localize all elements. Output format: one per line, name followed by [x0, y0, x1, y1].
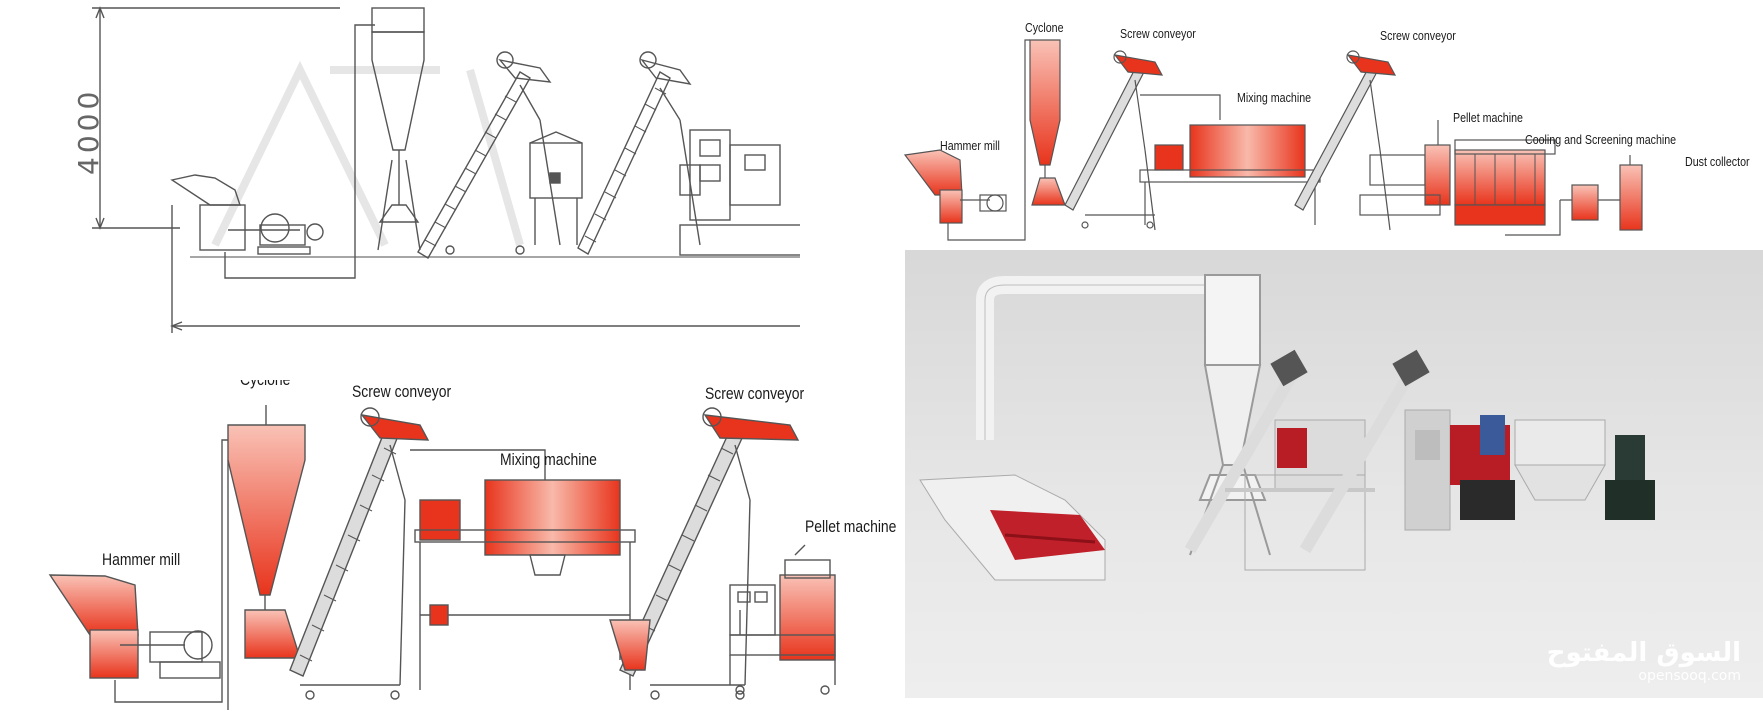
label-hammer-mill: Hammer mill — [102, 550, 181, 569]
product-photo: السوق المفتوح opensooq.com — [905, 250, 1763, 698]
label-dust-collector: Dust collector — [1685, 154, 1750, 169]
dimension-label: 4000 — [72, 87, 105, 175]
label-pellet-machine: Pellet machine — [805, 517, 897, 536]
label-mixing-machine: Mixing machine — [500, 450, 597, 469]
label-hammer-mill: Hammer mill — [940, 138, 1000, 153]
flow-diagram-bottom-drawing — [48, 405, 836, 710]
layout-drawing — [92, 6, 800, 333]
label-cyclone: Cyclone — [240, 380, 290, 390]
watermark: السوق المفتوح opensooq.com — [1547, 638, 1741, 684]
flow-diagram-top: Cyclone Screw conveyor Screw conveyor Mi… — [900, 0, 1763, 245]
label-screw-conveyor: Screw conveyor — [1120, 26, 1196, 41]
label-pellet-machine: Pellet machine — [1453, 110, 1523, 125]
label-cyclone: Cyclone — [1025, 20, 1064, 35]
watermark-arabic: السوق المفتوح — [1546, 638, 1741, 668]
flow-diagram-top-drawing — [903, 39, 1643, 241]
label-cooling-screening: Cooling and Screening machine — [1525, 132, 1677, 147]
label-screw-conveyor: Screw conveyor — [1380, 28, 1456, 43]
layout-drawing-panel: 4000 — [0, 0, 800, 340]
flow-diagram-bottom: Cyclone Screw conveyor Screw conveyor Mi… — [0, 380, 900, 720]
watermark-url: opensooq.com — [1638, 668, 1741, 684]
label-mixing-machine: Mixing machine — [1237, 90, 1312, 105]
machines-illustration — [919, 274, 1655, 581]
label-screw-conveyor: Screw conveyor — [705, 384, 805, 403]
label-screw-conveyor: Screw conveyor — [352, 382, 452, 401]
